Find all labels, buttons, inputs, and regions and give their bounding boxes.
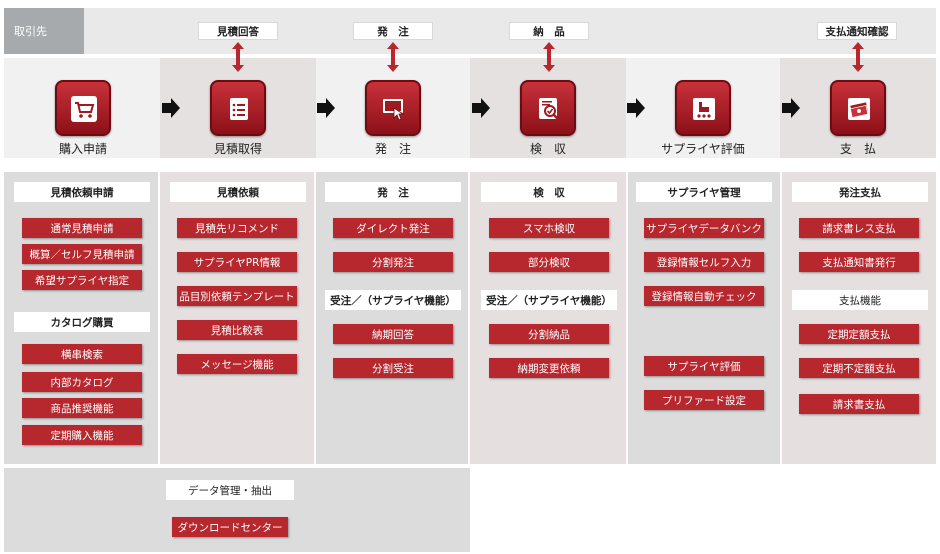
stage-label-order: 発 注 xyxy=(374,142,411,156)
feature-button[interactable]: 見積比較表 xyxy=(177,320,297,340)
feature-button[interactable]: 分割発注 xyxy=(333,252,453,272)
arrow-right-icon xyxy=(627,98,645,118)
column-panel-supplier xyxy=(628,172,780,464)
stage-label-payment: 支 払 xyxy=(839,142,876,156)
section-header: 検 収 xyxy=(481,182,617,202)
inspect-check-icon[interactable] xyxy=(520,80,576,136)
feature-button[interactable]: 内部カタログ xyxy=(22,372,142,392)
section-header: カタログ購買 xyxy=(14,312,150,332)
supplier-tag: 取引先 xyxy=(4,8,84,54)
double-arrow-icon xyxy=(852,42,864,72)
column-panel-payment xyxy=(782,172,936,464)
feature-button[interactable]: 定期不定額支払 xyxy=(799,358,919,378)
section-header: 支払機能 xyxy=(792,290,928,310)
feature-button[interactable]: サプライヤ評価 xyxy=(644,356,764,376)
feature-button[interactable]: 支払通知書発行 xyxy=(799,252,919,272)
feature-button[interactable]: 商品推奨機能 xyxy=(22,398,142,418)
section-header: 見積依頼申請 xyxy=(14,182,150,202)
feature-button[interactable]: 請求書支払 xyxy=(799,394,919,414)
arrow-right-icon xyxy=(472,98,490,118)
stage-label-quote: 見積取得 xyxy=(213,142,262,156)
feature-button[interactable]: プリファード設定 xyxy=(644,390,764,410)
feature-button[interactable]: 見積先リコメンド xyxy=(177,218,297,238)
feature-button[interactable]: 横串検索 xyxy=(22,344,142,364)
feature-button[interactable]: 品目別依頼テンプレート xyxy=(177,286,297,306)
section-header: サプライヤ管理 xyxy=(636,182,772,202)
double-arrow-icon xyxy=(232,42,244,72)
feature-button[interactable]: 希望サプライヤ指定 xyxy=(22,270,142,290)
feature-button[interactable]: 請求書レス支払 xyxy=(799,218,919,238)
section-header: 受注／（サプライヤ機能） xyxy=(481,290,617,310)
feature-button[interactable]: 定期購入機能 xyxy=(22,425,142,445)
order-touch-icon[interactable] xyxy=(365,80,421,136)
cart-icon[interactable] xyxy=(55,80,111,136)
stage-label-purchase-request: 購入申請 xyxy=(58,142,107,156)
feature-button[interactable]: 納期回答 xyxy=(333,324,453,344)
feature-button[interactable]: 分割受注 xyxy=(333,358,453,378)
feature-button[interactable]: 登録情報自動チェック xyxy=(644,286,764,306)
section-header: データ管理・抽出 xyxy=(166,480,294,500)
callout-quote-reply: 見積回答 xyxy=(198,22,278,40)
feature-button[interactable]: 登録情報セルフ入力 xyxy=(644,252,764,272)
document-list-icon[interactable] xyxy=(210,80,266,136)
feature-button[interactable]: サプライヤPR情報 xyxy=(177,252,297,272)
callout-delivery: 納 品 xyxy=(509,22,589,40)
feature-button[interactable]: サプライヤデータバンク xyxy=(644,218,764,238)
money-icon[interactable] xyxy=(830,80,886,136)
feature-button[interactable]: 分割納品 xyxy=(489,324,609,344)
column-panel-order xyxy=(316,172,468,464)
arrow-right-icon xyxy=(162,98,180,118)
feature-button[interactable]: 定期定額支払 xyxy=(799,324,919,344)
feature-button[interactable]: 部分検収 xyxy=(489,252,609,272)
feature-button[interactable]: ダイレクト発注 xyxy=(333,218,453,238)
stage-label-supplier-eval: サプライヤ評価 xyxy=(661,142,745,156)
feature-button[interactable]: 通常見積申請 xyxy=(22,218,142,238)
feature-button[interactable]: メッセージ機能 xyxy=(177,354,297,374)
feature-button[interactable]: 納期変更依頼 xyxy=(489,358,609,378)
section-header: 受注／（サプライヤ機能） xyxy=(325,290,461,310)
section-header: 発注支払 xyxy=(792,182,928,202)
section-header: 発 注 xyxy=(325,182,461,202)
double-arrow-icon xyxy=(387,42,399,72)
callout-order: 発 注 xyxy=(353,22,433,40)
double-arrow-icon xyxy=(543,42,555,72)
column-panel-inspect xyxy=(470,172,626,464)
supplier-rating-icon[interactable] xyxy=(675,80,731,136)
column-panel-quote xyxy=(160,172,314,464)
supplier-band xyxy=(4,8,936,54)
arrow-right-icon xyxy=(782,98,800,118)
download-center-button[interactable]: ダウンロードセンター xyxy=(172,517,288,537)
arrow-right-icon xyxy=(317,98,335,118)
stage-label-inspect: 検 収 xyxy=(529,142,566,156)
section-header: 見積依頼 xyxy=(170,182,306,202)
callout-payment-notice: 支払通知確認 xyxy=(817,22,897,40)
feature-button[interactable]: 概算／セルフ見積申請 xyxy=(22,244,142,264)
feature-button[interactable]: スマホ検収 xyxy=(489,218,609,238)
